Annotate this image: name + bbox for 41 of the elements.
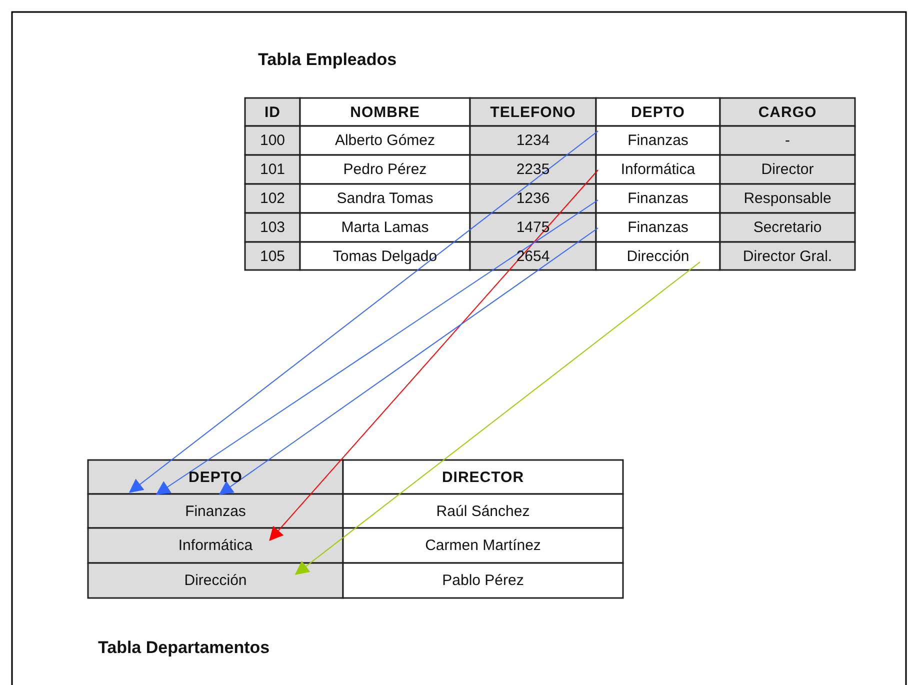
cell-text: Director bbox=[760, 160, 815, 180]
arrow bbox=[218, 228, 598, 495]
arrow bbox=[156, 200, 598, 495]
column-header: DEPTO bbox=[188, 468, 244, 488]
column-header: TELEFONO bbox=[489, 102, 577, 122]
cell-text: Pedro Pérez bbox=[342, 160, 428, 180]
column-header: DIRECTOR bbox=[440, 468, 526, 488]
cell-text: Tomas Delgado bbox=[332, 246, 438, 266]
column-header: ID bbox=[264, 102, 282, 122]
cell-text: 2235 bbox=[515, 160, 551, 180]
cell-text: Secretario bbox=[752, 218, 823, 238]
cell-text: - bbox=[784, 131, 791, 151]
department-cell: Informática bbox=[88, 528, 343, 563]
department-cell: Finanzas bbox=[596, 126, 720, 155]
cell-text: 101 bbox=[258, 160, 286, 180]
cell-text: Alberto Gómez bbox=[334, 131, 436, 151]
cell-text: 1236 bbox=[515, 189, 551, 209]
department-cell: Finanzas bbox=[88, 494, 343, 528]
cell-text: Carmen Martínez bbox=[424, 536, 542, 556]
table-title: Tabla Departamentos bbox=[98, 638, 270, 658]
column-header: CARGO bbox=[757, 102, 818, 122]
cell-text: Sandra Tomas bbox=[336, 189, 434, 209]
column-header: NOMBRE bbox=[349, 102, 421, 122]
department-cell: Finanzas bbox=[596, 213, 720, 242]
cell-text: 105 bbox=[258, 246, 286, 266]
table-title: Tabla Empleados bbox=[258, 50, 397, 70]
department-cell: Informática bbox=[596, 155, 720, 184]
cell-text: Responsable bbox=[742, 189, 832, 209]
column-header: DEPTO bbox=[630, 102, 686, 122]
department-cell: Dirección bbox=[88, 563, 343, 598]
cell-text: 100 bbox=[258, 131, 286, 151]
cell-text: 1234 bbox=[515, 131, 551, 151]
cell-text: Director Gral. bbox=[742, 246, 834, 266]
cell-text: Raúl Sánchez bbox=[435, 502, 531, 522]
arrow bbox=[269, 170, 598, 542]
cell-text: Pablo Pérez bbox=[441, 571, 525, 591]
department-cell: Finanzas bbox=[596, 184, 720, 213]
cell-text: 103 bbox=[258, 218, 286, 238]
cell-text: 102 bbox=[258, 189, 286, 209]
department-cell: Dirección bbox=[596, 242, 720, 270]
cell-text: Marta Lamas bbox=[340, 218, 430, 238]
